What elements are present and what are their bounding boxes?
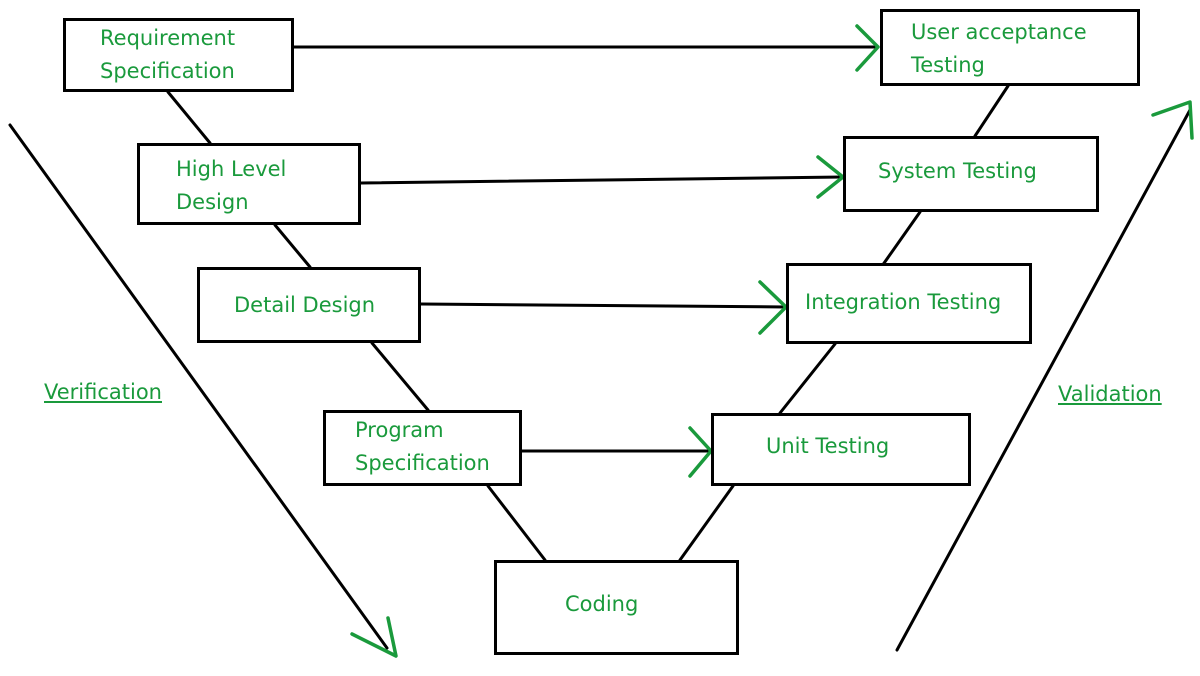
high-level-design-box xyxy=(137,143,361,225)
validation-label: Validation xyxy=(1058,382,1162,406)
high-level-design-label: High Level Design xyxy=(176,157,287,214)
program-specification-box xyxy=(323,410,522,486)
detail-design-box xyxy=(197,267,421,343)
requirement-specification-label: Requirement Specification xyxy=(100,26,236,83)
validation-arrowhead xyxy=(1151,100,1194,140)
connector-hld-to-detail xyxy=(273,223,312,269)
connector-program-to-coding xyxy=(486,484,547,562)
detail-design-label: Detail Design xyxy=(234,293,376,317)
system-testing-label: System Testing xyxy=(878,159,1037,183)
unit-testing-label: Unit Testing xyxy=(766,434,890,458)
unit-testing-box xyxy=(711,413,971,486)
system-testing-box xyxy=(843,136,1099,212)
coding-box xyxy=(494,560,739,655)
verification-arrow xyxy=(8,123,389,650)
integration-testing-label: Integration Testing xyxy=(805,290,1002,314)
arrowhead-req-to-uat xyxy=(855,24,880,72)
connector-coding-to-unit xyxy=(678,484,735,562)
connector-req-to-hld xyxy=(166,90,212,145)
arrow-hld-to-system xyxy=(359,175,845,185)
coding-label: Coding xyxy=(565,592,639,616)
connector-system-to-uat xyxy=(973,84,1010,138)
user-acceptance-testing-box xyxy=(880,9,1140,86)
connector-integration-to-system xyxy=(880,210,922,268)
requirement-specification-box xyxy=(63,18,294,92)
connector-unit-to-integration xyxy=(778,342,837,415)
connector-detail-to-program xyxy=(370,341,430,412)
validation-arrow xyxy=(895,108,1192,652)
verification-label: Verification xyxy=(44,380,162,404)
program-specification-label: Program Specification xyxy=(355,418,490,475)
arrow-detail-to-integration xyxy=(419,302,788,309)
integration-testing-box xyxy=(786,263,1032,344)
verification-arrowhead xyxy=(350,616,398,658)
user-acceptance-testing-label: User acceptance Testing xyxy=(911,20,1087,77)
